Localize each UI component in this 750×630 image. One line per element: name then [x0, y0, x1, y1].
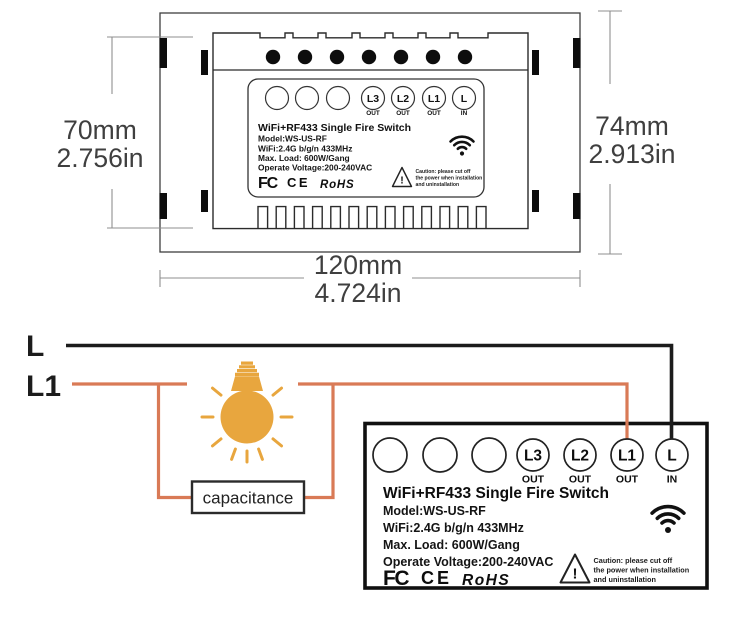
caution-line: the power when installation [416, 176, 483, 182]
load-line-label: L1 [26, 370, 61, 403]
terminal-sub: OUT [522, 474, 545, 486]
dimension-annotations [107, 10, 622, 287]
dim-right-mm: 74mm [595, 111, 669, 141]
mounting-clip [159, 193, 167, 219]
terminal-label: L [667, 448, 676, 465]
dim-left-in: 2.756in [57, 143, 144, 173]
caution-line: Caution: please cut off [416, 169, 471, 175]
warning-exclamation: ! [573, 566, 578, 583]
capacitance-box [190, 480, 306, 515]
terminal-label: L1 [428, 93, 440, 105]
label-title: WiFi+RF433 Single Fire Switch [258, 122, 411, 134]
bulb-globe [220, 390, 274, 444]
terminal-label: L3 [367, 93, 379, 105]
bulb-rays [200, 386, 294, 464]
dim-bottom-in: 4.724in [315, 278, 402, 308]
label-load: Max. Load: 600W/Gang [258, 153, 350, 163]
terminal-circle-l2 [563, 438, 597, 472]
dim-bottom-mm: 120mm [314, 250, 402, 280]
label-voltage: Operate Voltage:200-240VAC [258, 163, 372, 173]
warning-exclamation: ! [400, 175, 404, 187]
touch-circle [294, 85, 320, 111]
heatsink-comb [257, 205, 487, 229]
terminal-sub: IN [461, 110, 468, 117]
dim-right-in: 2.913in [589, 139, 676, 169]
screw-dot [457, 49, 473, 65]
terminal-circle-l2 [390, 85, 416, 111]
label-wifi: WiFi:2.4G b/g/n 433MHz [258, 144, 352, 154]
terminal-circle-l [451, 85, 477, 111]
spec-label-small: L3 OUT L2 OUT L1 OUT L IN WiFi+RF433 Sin… [247, 78, 485, 198]
device-clip [532, 50, 539, 75]
screw-dot [329, 49, 345, 65]
screw-dot [361, 49, 377, 65]
warning-triangle-icon: ! [391, 166, 413, 188]
touch-circle [471, 437, 507, 473]
spec-label-large: L3 OUT L2 OUT L1 OUT L IN WiFi+RF433 Sin… [372, 437, 690, 590]
terminal-label: L2 [571, 448, 589, 465]
label-voltage: Operate Voltage:200-240VAC [383, 555, 553, 569]
terminal-sub: OUT [366, 110, 380, 117]
dim-left-mm: 70mm [63, 115, 137, 145]
screw-dot [297, 49, 313, 65]
caution-line: Caution: please cut off [594, 556, 673, 565]
bulb-base [231, 361, 263, 391]
touch-circle [422, 437, 458, 473]
terminal-sub: OUT [569, 474, 592, 486]
terminal-circle-l1 [421, 85, 447, 111]
wire-live [66, 343, 674, 441]
live-line-label: L [26, 330, 44, 363]
wifi-icon [449, 135, 475, 156]
switch-dimension-drawing: L3 OUT L2 OUT L1 OUT L IN WiFi+RF433 Sin… [57, 10, 676, 308]
screw-dot [393, 49, 409, 65]
terminal-sub: OUT [396, 110, 410, 117]
wire-capacitor-right [304, 384, 335, 500]
terminal-screw-dots [265, 49, 473, 65]
wifi-icon [650, 504, 686, 533]
terminal-sub: OUT [616, 474, 639, 486]
ce-logo: CE [421, 568, 452, 588]
screw-dot [425, 49, 441, 65]
terminal-sub: IN [667, 474, 678, 486]
rohs-logo: RoHS [320, 179, 355, 191]
wiring-diagram: L L1 capacitance L3 OUT L2 [26, 330, 709, 590]
wire-capacitor-left [156, 384, 192, 500]
touch-circle [372, 437, 408, 473]
mounting-clip [573, 193, 581, 219]
caution-line: and uninstallation [416, 182, 460, 188]
touch-circle [264, 85, 290, 111]
label-model: Model:WS-US-RF [383, 504, 486, 518]
terminal-sub: OUT [427, 110, 441, 117]
device-clip [532, 190, 539, 212]
fcc-logo: FC [383, 567, 409, 590]
device-clip [201, 50, 208, 75]
mounting-clip [573, 38, 581, 68]
terminal-circle-l3 [360, 85, 386, 111]
light-bulb-icon [200, 361, 294, 464]
capacitance-label: capacitance [203, 489, 294, 508]
terminal-circle-l1 [610, 438, 644, 472]
screw-dot [265, 49, 281, 65]
terminal-label: L1 [618, 448, 636, 465]
warning-triangle-icon: ! [559, 553, 591, 584]
terminal-label: L3 [524, 448, 542, 465]
touch-circle [325, 85, 351, 111]
caution-line: the power when installation [594, 566, 690, 575]
label-title: WiFi+RF433 Single Fire Switch [383, 485, 609, 502]
device-clip [201, 190, 208, 212]
terminal-label: L2 [397, 93, 409, 105]
ce-logo: CE [287, 175, 310, 190]
label-wifi: WiFi:2.4G b/g/n 433MHz [383, 521, 524, 535]
terminal-circle-l3 [516, 438, 550, 472]
caution-line: and uninstallation [594, 575, 656, 584]
rohs-logo: RoHS [462, 572, 510, 589]
fcc-logo: FC [258, 175, 279, 192]
terminal-circle-l [655, 438, 689, 472]
mounting-clip [159, 38, 167, 68]
label-load: Max. Load: 600W/Gang [383, 538, 520, 552]
label-model: Model:WS-US-RF [258, 134, 327, 144]
terminal-label: L [461, 93, 468, 105]
wire-load-right [298, 382, 629, 440]
